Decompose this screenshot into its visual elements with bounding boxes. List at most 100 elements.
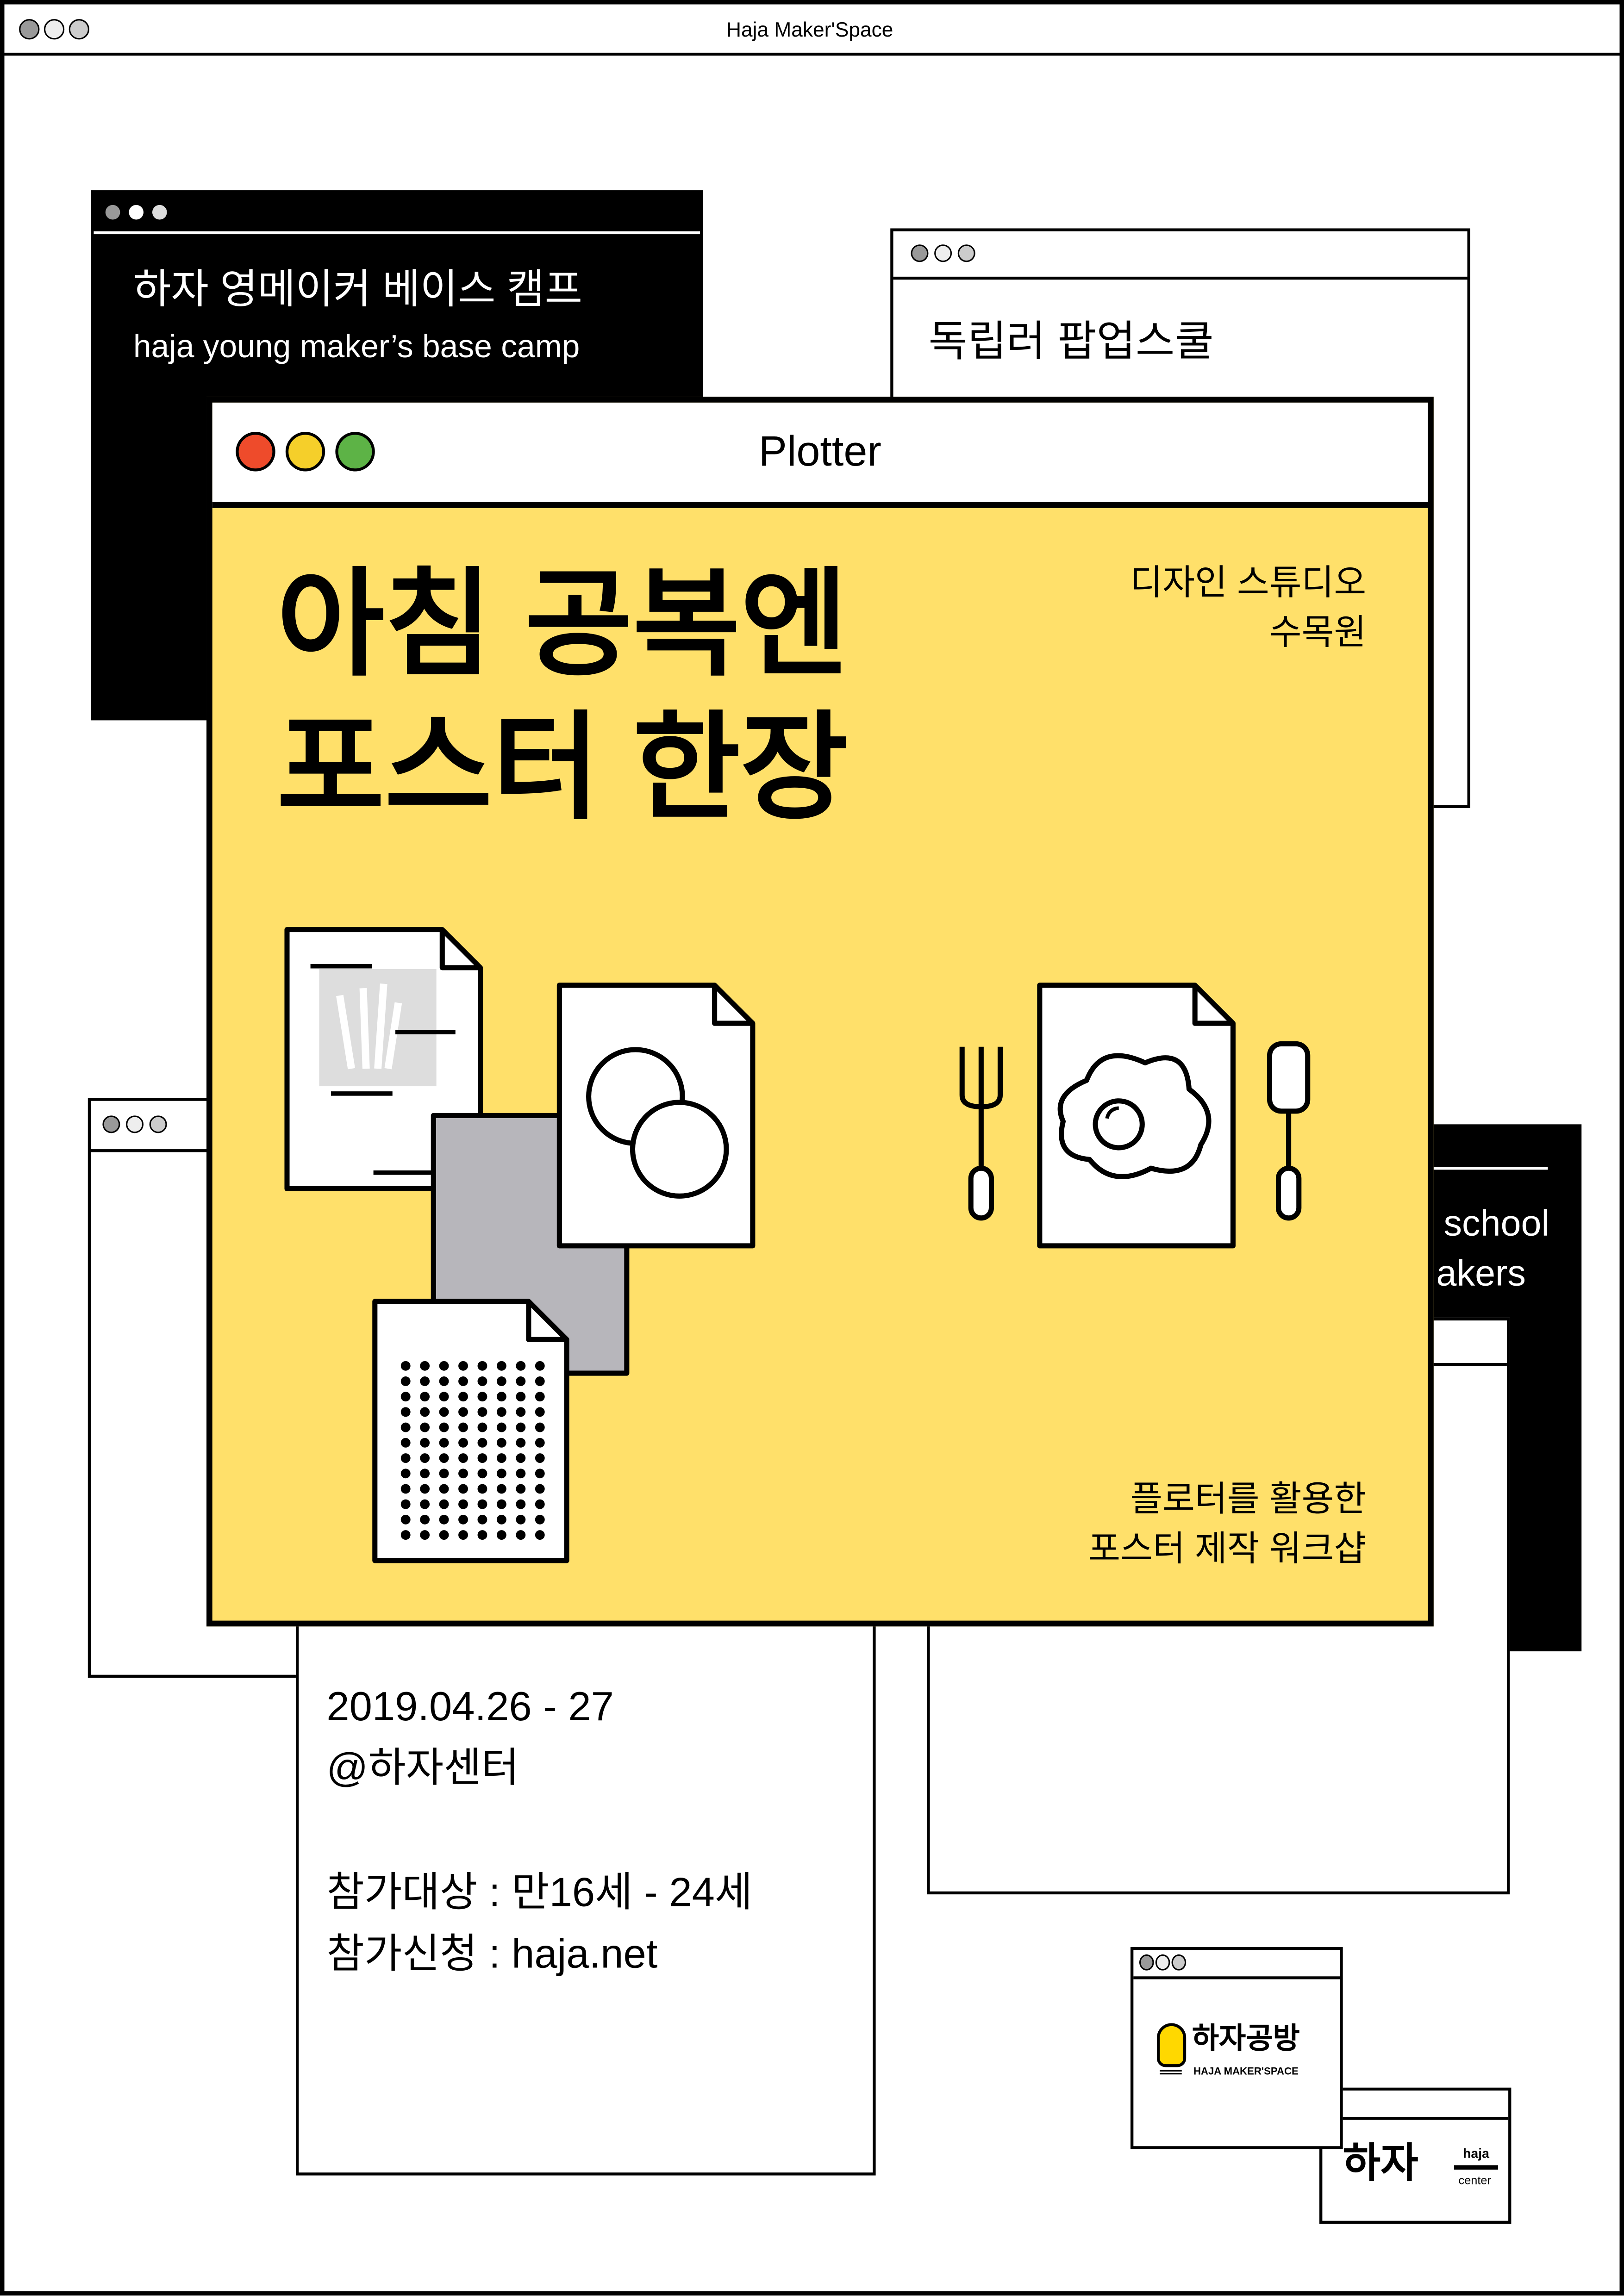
grid-dot (535, 1407, 545, 1417)
info-window: 2019.04.26 - 27 @하자센터 참가대상 : 만16세 - 24세 … (295, 1595, 876, 2176)
grid-dot (420, 1499, 430, 1509)
grid-dot (496, 1392, 506, 1402)
grid-dot (420, 1407, 430, 1417)
event-place: @하자센터 (326, 1745, 519, 1791)
grid-dot (516, 1468, 526, 1479)
young-maker-title-ko: 하자 영메이커 베이스 캠프 (133, 266, 583, 312)
egg-document-icon (1037, 983, 1236, 1249)
grid-dot (400, 1361, 411, 1371)
grid-dot (439, 1376, 449, 1386)
grid-dot (477, 1407, 487, 1417)
grid-dot (477, 1422, 487, 1432)
headline-line1: 아침 공복엔 (276, 559, 849, 690)
grid-dot (496, 1407, 506, 1417)
maximize-dot-icon[interactable] (335, 432, 375, 472)
grid-dot (420, 1468, 430, 1479)
grid-dot (496, 1468, 506, 1479)
grid-dot (535, 1453, 545, 1463)
grid-dot (420, 1376, 430, 1386)
grid-dot (477, 1499, 487, 1509)
grid-dot (477, 1437, 487, 1448)
host-line1: 디자인 스튜디오 (1130, 563, 1367, 604)
grid-dot (439, 1514, 449, 1524)
window-dot-icon (1139, 1954, 1154, 1971)
grid-dot (458, 1422, 468, 1432)
grid-dot (516, 1376, 526, 1386)
grid-dot (477, 1453, 487, 1463)
desc-line2: 포스터 제작 워크샵 (1088, 1530, 1367, 1569)
window-dot-icon (911, 244, 929, 262)
dots-document-icon (372, 1299, 569, 1563)
grid-dot (458, 1484, 468, 1494)
grid-dot (516, 1437, 526, 1448)
window-dot-icon (19, 19, 40, 40)
window-dot-icon (105, 205, 120, 220)
window-dot-icon (69, 19, 89, 40)
logo2-name-en2: center (1458, 2174, 1491, 2187)
grid-dot (400, 1376, 411, 1386)
close-dot-icon[interactable] (236, 432, 275, 472)
window-dot-icon (934, 244, 952, 262)
frame-title: Haja Maker'Space (726, 17, 893, 41)
grid-dot (400, 1422, 411, 1432)
logo-name-ko: 하자공방 (1192, 2023, 1300, 2056)
grid-dot (477, 1468, 487, 1479)
window-dot-icon (44, 19, 65, 40)
title-bar (94, 193, 700, 235)
grid-dot (458, 1407, 468, 1417)
grid-dot (496, 1376, 506, 1386)
grid-dot (420, 1453, 430, 1463)
window-dot-icon (957, 244, 975, 262)
desc-line1: 플로터를 활용한 (1130, 1480, 1367, 1520)
grid-dot (535, 1484, 545, 1494)
grid-dot (439, 1484, 449, 1494)
grid-dot (400, 1392, 411, 1402)
grid-dot (496, 1361, 506, 1371)
grid-dot (516, 1453, 526, 1463)
haja-center-logo-window: 하자 haja center (1319, 2087, 1512, 2224)
host-line2: 수목원 (1269, 613, 1367, 653)
event-date: 2019.04.26 - 27 (326, 1683, 614, 1729)
grid-dot (477, 1361, 487, 1371)
haja-makerspace-logo-window: 하자공방 HAJA MAKER'SPACE (1130, 1947, 1343, 2149)
grid-dot (400, 1468, 411, 1479)
grid-dot (458, 1437, 468, 1448)
grid-dot (535, 1422, 545, 1432)
grid-dot (535, 1376, 545, 1386)
fork-icon (959, 1046, 1003, 1221)
grid-dot (477, 1514, 487, 1524)
grid-dot (458, 1376, 468, 1386)
plotter-window-title: Plotter (758, 429, 881, 476)
window-dot-icon (1171, 1954, 1187, 1971)
grid-dot (420, 1392, 430, 1402)
grid-dot (439, 1530, 449, 1540)
grid-dot (439, 1499, 449, 1509)
grid-dot (477, 1392, 487, 1402)
grid-dot (439, 1392, 449, 1402)
window-dot-icon (129, 205, 144, 220)
grid-dot (477, 1376, 487, 1386)
grid-dot (439, 1361, 449, 1371)
popup-school-title: 독립러 팝업스쿨 (928, 319, 1214, 366)
title-bar (1133, 1950, 1340, 1979)
grid-dot (535, 1499, 545, 1509)
grid-dot (535, 1437, 545, 1448)
grid-dot (516, 1407, 526, 1417)
grid-dot (496, 1437, 506, 1448)
grid-dot (439, 1468, 449, 1479)
grid-dot (535, 1530, 545, 1540)
grid-dot (535, 1468, 545, 1479)
grid-dot (458, 1361, 468, 1371)
lightbulb-hand-icon (1156, 2023, 1187, 2067)
circles-document-icon (556, 983, 756, 1249)
grid-dot (439, 1437, 449, 1448)
plotter-title-bar: Plotter (212, 402, 1428, 508)
grid-dot (496, 1422, 506, 1432)
logo2-name-en1: haja (1463, 2146, 1490, 2161)
right-window-line1: o school (1413, 1203, 1550, 1244)
grid-dot (400, 1499, 411, 1509)
minimize-dot-icon[interactable] (285, 432, 325, 472)
window-dot-icon (102, 1115, 120, 1133)
grid-dot (458, 1514, 468, 1524)
